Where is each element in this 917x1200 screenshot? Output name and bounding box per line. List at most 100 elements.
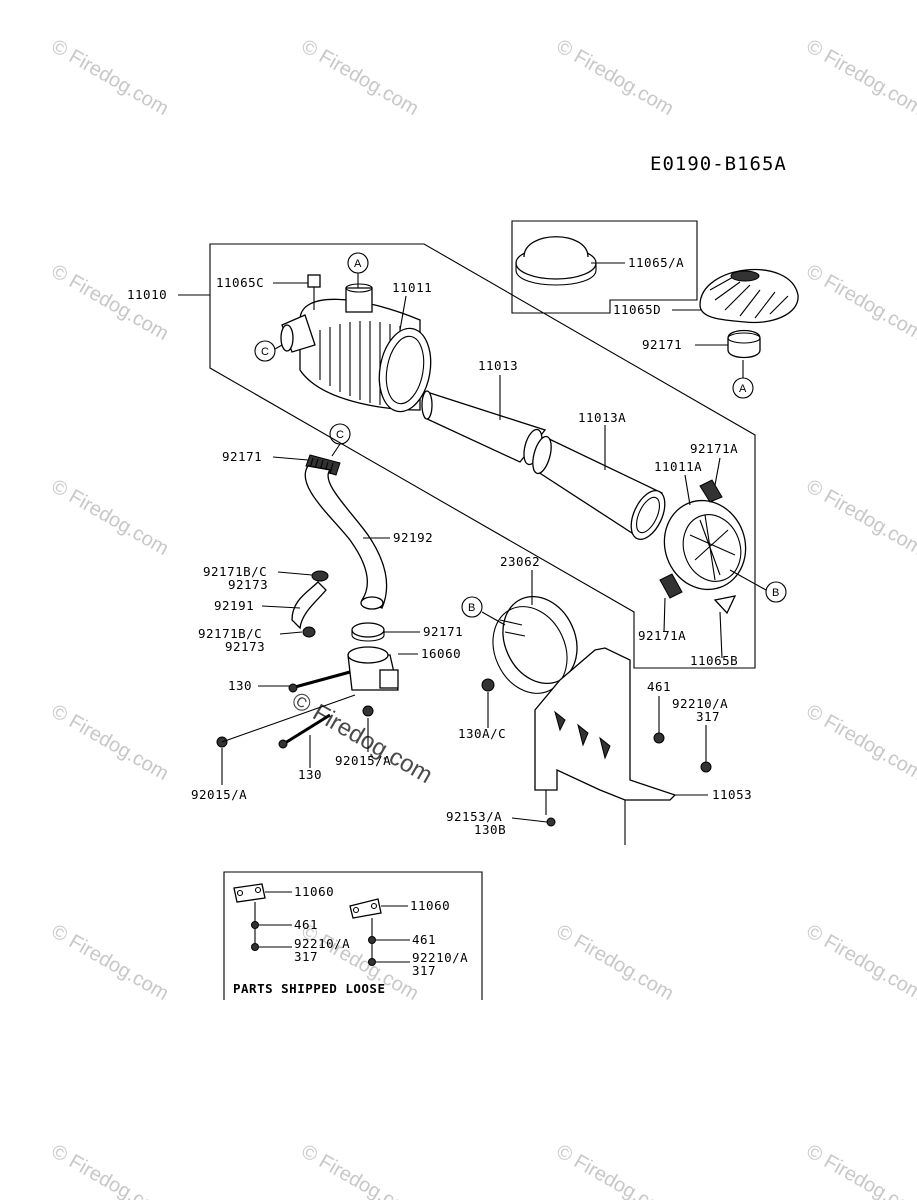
- loose-label-11060-left: 11060: [294, 884, 334, 899]
- inset-outline-11065a: [511, 220, 698, 314]
- label-11013a: 11013A: [578, 410, 626, 425]
- ref-marker-c-mid: C: [329, 423, 351, 457]
- gasket-11060-right: [349, 898, 410, 966]
- label-317: 317: [696, 709, 720, 724]
- assembly-outline: [209, 243, 756, 669]
- ref-marker-b-left: B: [461, 596, 506, 626]
- part-labels: 11010 11065C 11011 11065/A 11065D 92171 …: [127, 255, 752, 837]
- watermark: © Firedog.com: [803, 1140, 917, 1200]
- parts-shipped-loose-box: 11060 461 92210/A 317 11060 461 92210/A …: [223, 871, 483, 1000]
- watermark: © Firedog.com: [553, 35, 678, 120]
- diagram-code: E0190-B165A: [650, 153, 787, 175]
- label-11010: 11010: [127, 287, 167, 302]
- label-23062: 23062: [500, 554, 540, 569]
- loose-label-317-right: 317: [412, 963, 436, 978]
- svg-text:C: C: [261, 346, 269, 358]
- watermark: © Firedog.com: [553, 1140, 678, 1200]
- end-cap-11011a: [659, 479, 747, 615]
- label-92173-2: 92173: [225, 639, 265, 654]
- label-92015a-2: 92015/A: [335, 753, 391, 768]
- label-92191: 92191: [214, 598, 254, 613]
- svg-text:B: B: [468, 602, 475, 614]
- label-130-b: 130: [298, 767, 322, 782]
- watermark: © Firedog.com: [803, 475, 917, 560]
- loose-label-11060-right: 11060: [410, 898, 450, 913]
- ref-marker-a-right: A: [732, 360, 754, 399]
- hose-92192: [304, 465, 388, 610]
- label-92171-top: 92171: [642, 337, 682, 352]
- label-11065a: 11065/A: [628, 255, 684, 270]
- label-92171-left: 92171: [222, 449, 262, 464]
- bolt-130-b: [278, 713, 331, 749]
- watermark: © Firedog.com: [803, 260, 917, 345]
- watermark-layer: © Firedog.com © Firedog.com © Firedog.co…: [48, 35, 917, 1200]
- svg-text:B: B: [772, 587, 779, 599]
- label-130ac: 130A/C: [458, 726, 506, 741]
- label-92171bc-1: 92171B/C: [203, 564, 267, 579]
- filter-element-11013: [421, 390, 547, 466]
- svg-text:A: A: [739, 383, 747, 395]
- ref-marker-c-top: C: [254, 340, 283, 362]
- parts-box-title: PARTS SHIPPED LOOSE: [233, 981, 386, 996]
- watermark: © Firedog.com: [48, 1140, 173, 1200]
- gasket-11060-left: [233, 883, 292, 951]
- watermark: © Firedog.com: [803, 700, 917, 785]
- watermark: © Firedog.com: [803, 35, 917, 120]
- loose-label-461-right: 461: [412, 932, 436, 947]
- label-11065b: 11065B: [690, 653, 738, 668]
- elbow-fitting-16060: [347, 646, 399, 691]
- label-130-a: 130: [228, 678, 252, 693]
- label-92171a-top: 92171A: [690, 441, 738, 456]
- bolt-130-a: [288, 670, 351, 693]
- watermark: © Firedog.com: [298, 1140, 423, 1200]
- label-11011a: 11011A: [654, 459, 702, 474]
- label-11011: 11011: [392, 280, 432, 295]
- watermark: © Firedog.com: [803, 920, 917, 1005]
- label-130b: 130B: [474, 822, 506, 837]
- loose-label-92210a-right: 92210/A: [412, 950, 468, 965]
- filter-element-11013a: [532, 435, 666, 540]
- air-cleaner-housing-11011: [280, 274, 432, 413]
- cap-11065a: [515, 236, 597, 286]
- fitting-130ac: [481, 678, 495, 692]
- svg-text:A: A: [354, 258, 362, 270]
- watermark: © Firedog.com: [48, 35, 173, 120]
- clamp-92171-top: [727, 329, 761, 359]
- label-92192: 92192: [393, 530, 433, 545]
- label-92171a-bot: 92171A: [638, 628, 686, 643]
- shroud-23062: [492, 595, 578, 694]
- watermark: © Firedog.com: [48, 700, 173, 785]
- label-11065c: 11065C: [216, 275, 264, 290]
- label-11065d: 11065D: [613, 302, 661, 317]
- watermark: © Firedog.com: [48, 475, 173, 560]
- nut-92210a: [700, 761, 712, 773]
- label-92015a-1: 92015/A: [191, 787, 247, 802]
- label-92210a: 92210/A: [672, 696, 728, 711]
- clamp-92171-mid: [351, 622, 385, 642]
- watermark: © Firedog.com: [48, 260, 173, 345]
- hose-92191: [291, 570, 329, 638]
- label-16060: 16060: [421, 646, 461, 661]
- ref-marker-a-top: A: [347, 252, 369, 288]
- loose-label-92210a-left: 92210/A: [294, 936, 350, 951]
- nut-461: [653, 732, 665, 744]
- watermark: © Firedog.com: [48, 920, 173, 1005]
- loose-label-317-left: 317: [294, 949, 318, 964]
- loose-label-461-left: 461: [294, 917, 318, 932]
- nut-92015a: [216, 694, 374, 748]
- clamp-92171-left: [305, 454, 341, 476]
- label-11053: 11053: [712, 787, 752, 802]
- watermark: © Firedog.com: [298, 35, 423, 120]
- label-11013: 11013: [478, 358, 518, 373]
- dome-cover-11065d: [699, 268, 799, 324]
- label-92171bc-2: 92171B/C: [198, 626, 262, 641]
- label-461: 461: [647, 679, 671, 694]
- nut-92153a: [546, 817, 556, 827]
- bracket-11053: [534, 647, 677, 845]
- label-92173-1: 92173: [228, 577, 268, 592]
- label-92153a: 92153/A: [446, 809, 502, 824]
- leader-lines: [178, 262, 728, 823]
- label-92171-mid: 92171: [423, 624, 463, 639]
- svg-text:C: C: [336, 429, 344, 441]
